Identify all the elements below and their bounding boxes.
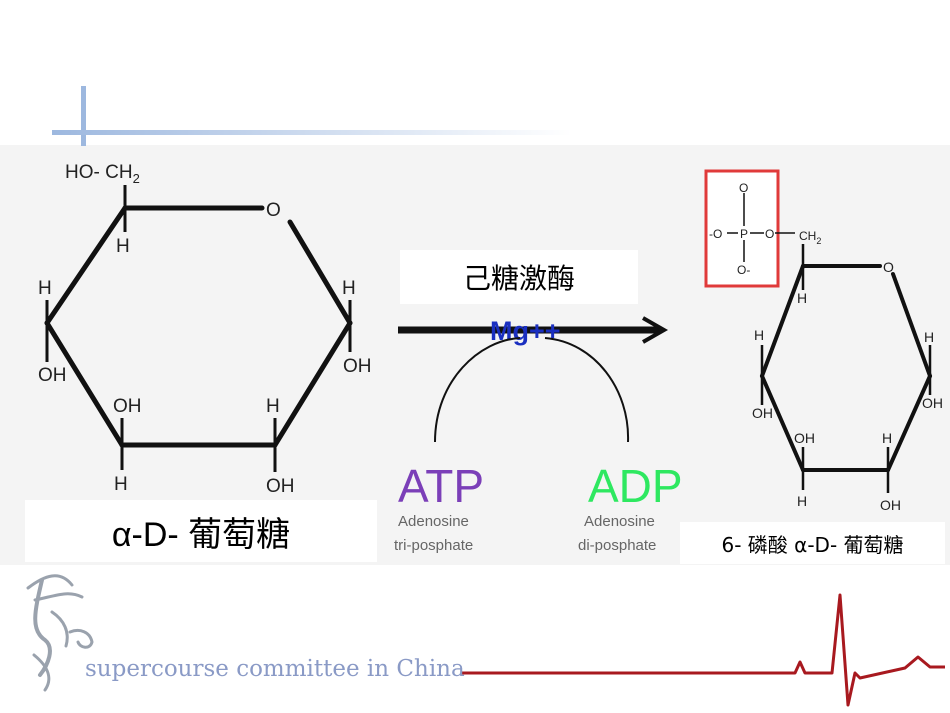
bond-c1-c2 bbox=[886, 374, 932, 472]
atom-label: 2 bbox=[816, 236, 821, 246]
atom-label: H bbox=[924, 329, 934, 345]
atp-desc-line2: tri-posphate bbox=[394, 537, 473, 554]
left-glucose-structure: HO- CH2 O H H OH H OH OH H H OH bbox=[38, 162, 372, 497]
bond-c3-c4 bbox=[44, 320, 125, 448]
bond-c1-c2 bbox=[272, 320, 353, 448]
decorative-vertical-bar bbox=[81, 86, 86, 146]
right-molecule-label: 6- 磷酸 α-D- 葡萄糖 bbox=[680, 522, 945, 564]
atom-label: OH bbox=[922, 395, 943, 411]
enzyme-label: 己糖激酶 bbox=[400, 250, 638, 304]
atom-label: H bbox=[342, 278, 356, 299]
left-molecule-label: α-D- 葡萄糖 bbox=[25, 500, 377, 562]
reaction-arrow bbox=[398, 316, 669, 344]
bond-c4-c5 bbox=[760, 264, 805, 378]
atp-label: ATP bbox=[398, 460, 484, 512]
phosphate-highlight-box bbox=[704, 169, 780, 288]
atom-label: OH bbox=[794, 430, 815, 446]
decorative-horizontal-bar bbox=[52, 130, 572, 135]
atom-label: O bbox=[739, 181, 748, 195]
atom-label: P bbox=[740, 227, 748, 241]
atp-desc-line1: Adenosine bbox=[398, 513, 469, 530]
atom-label: -O bbox=[709, 227, 722, 241]
atom-label: OH bbox=[752, 405, 773, 421]
atom-label: O bbox=[883, 259, 894, 275]
atom-label: O bbox=[765, 227, 774, 241]
bond-o-c1 bbox=[891, 272, 932, 378]
atom-label: OH bbox=[38, 365, 67, 386]
atom-label: H bbox=[754, 327, 764, 343]
atom-label: OH bbox=[880, 497, 901, 513]
atom-label: H bbox=[114, 474, 128, 495]
atom-label: CH bbox=[799, 229, 816, 243]
atom-label: H bbox=[116, 236, 130, 257]
bond-o-c1 bbox=[287, 219, 353, 326]
atom-label: H bbox=[882, 430, 892, 446]
svg-text:CH2: CH2 bbox=[799, 229, 821, 246]
adp-desc-line1: Adenosine bbox=[584, 513, 655, 530]
footer-text: supercourse committee in China bbox=[85, 656, 465, 682]
bond-c3-c4 bbox=[760, 374, 805, 472]
adp-label: ADP bbox=[588, 460, 683, 512]
bond-c4-c5 bbox=[44, 205, 128, 326]
adp-curve bbox=[544, 337, 630, 443]
atom-label: OH bbox=[113, 396, 142, 417]
atom-label: HO- CH2 bbox=[65, 162, 140, 186]
supercourse-logo-mark bbox=[26, 574, 94, 692]
atom-label: H bbox=[38, 278, 52, 299]
atom-label: OH bbox=[266, 476, 295, 497]
ekg-line-decoration bbox=[462, 593, 945, 707]
atom-label: OH bbox=[343, 356, 372, 377]
atom-label: H bbox=[266, 396, 280, 417]
atp-curve bbox=[434, 337, 521, 443]
atom-label: H bbox=[797, 493, 807, 509]
atom-label: H bbox=[797, 290, 807, 306]
atom-label: O- bbox=[737, 263, 750, 277]
adp-desc-line2: di-posphate bbox=[578, 537, 656, 554]
atom-label: O bbox=[266, 200, 281, 221]
right-glucose6p-structure: O -O P O O- CH2 O bbox=[704, 169, 943, 513]
